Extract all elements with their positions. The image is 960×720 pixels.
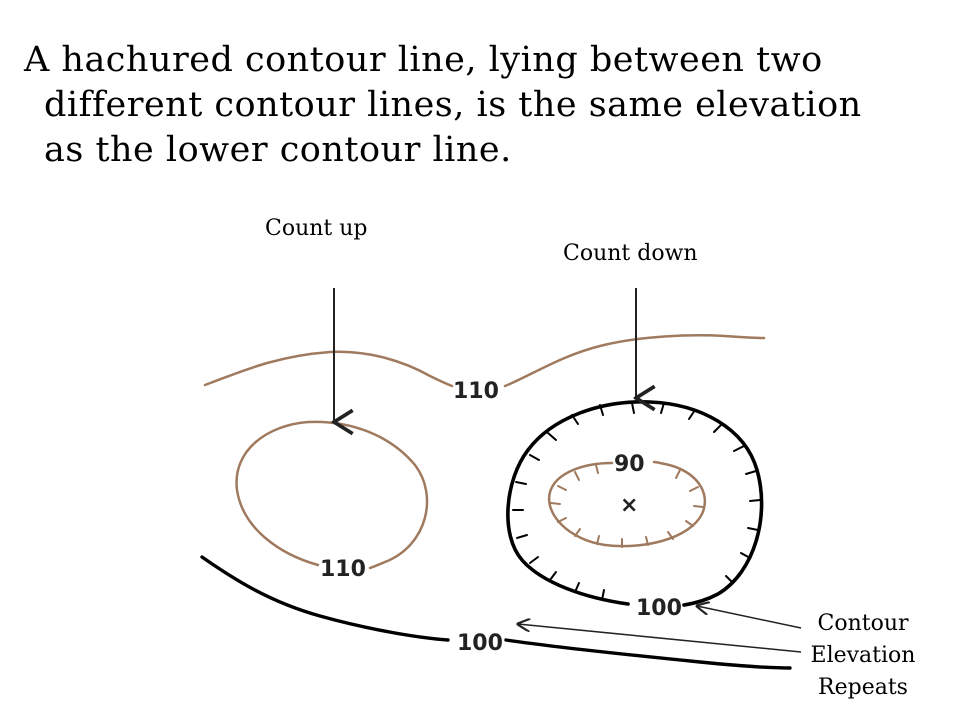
bottom-contour-line-right — [504, 638, 792, 670]
repeats-line-2: Elevation — [810, 643, 916, 668]
count-down-label: Count down — [563, 241, 698, 266]
left-contour-loop — [235, 420, 429, 570]
repeats-line-1: Contour — [817, 611, 909, 636]
hachure-ticks — [512, 402, 761, 601]
bottom-contour-line — [200, 555, 450, 642]
label-bottom-100: 100 — [457, 631, 503, 656]
label-left-110: 110 — [320, 557, 366, 582]
inner-contour-loop — [547, 460, 707, 548]
title-line-1: A hachured contour line, lying between t… — [24, 40, 823, 80]
label-inner-90: 90 — [614, 452, 645, 477]
inner-contour-ticks — [550, 464, 704, 548]
label-top-110: 110 — [453, 379, 499, 404]
count-up-label: Count up — [265, 216, 368, 241]
repeats-line-3: Repeats — [818, 675, 908, 700]
top-contour-line-right — [503, 334, 766, 388]
title-line-3: as the lower contour line. — [44, 130, 512, 170]
title-line-2: different contour lines, is the same ele… — [44, 85, 862, 125]
repeats-arrow-lower — [518, 624, 802, 653]
slide-title: A hachured contour line, lying between t… — [24, 38, 944, 173]
top-contour-line — [203, 350, 454, 388]
label-hachured-100: 100 — [636, 596, 682, 621]
summit-mark: × — [620, 493, 638, 518]
repeats-arrow-upper — [697, 606, 802, 629]
contour-repeats-label: Contour Elevation Repeats — [802, 608, 924, 704]
